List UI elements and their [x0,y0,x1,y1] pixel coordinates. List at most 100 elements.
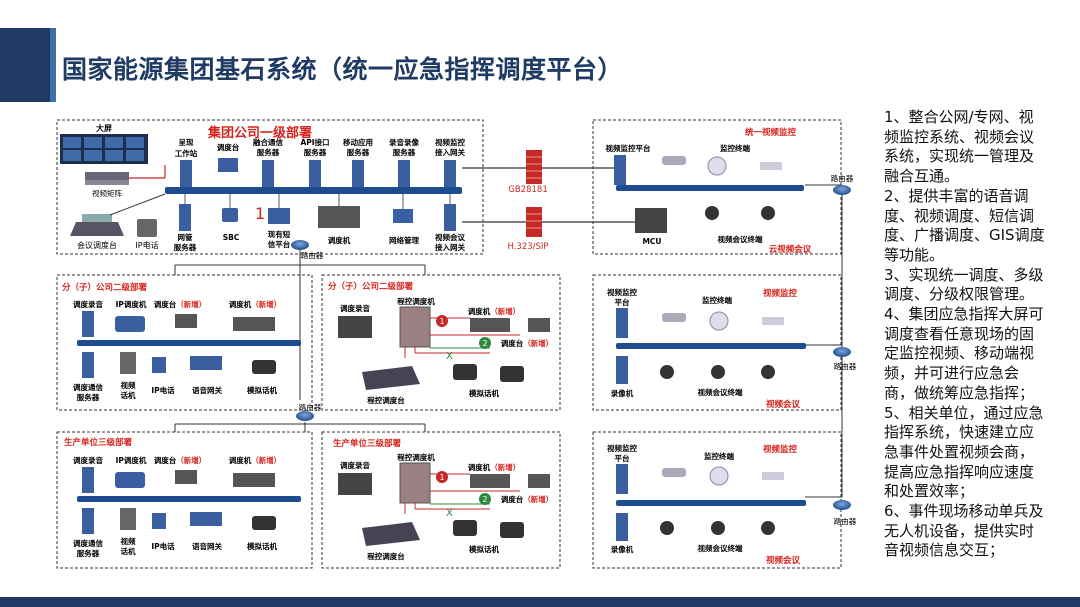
hq-bus [165,187,462,194]
unified-bus [616,185,804,191]
svg-text:生产单位三级部署: 生产单位三级部署 [64,437,133,448]
camera-icon [762,317,784,325]
dispatch-desk-label: 调度台 [217,142,240,152]
matrix-icon [85,172,129,180]
note-item: 4、集团应急指挥大屏可调度查看任意现场的固定监控视频、移动端视频，并可进行应急会… [884,305,1044,402]
conf-terminal-icon [761,206,775,220]
svg-text:服务器: 服务器 [77,548,100,558]
svg-text:调度录音: 调度录音 [73,455,103,465]
sub-left-3: 生产单位三级部署 调度录音 IP调度机 调度台（新增） 调度机（新增） 调度通信… [64,437,301,558]
svg-text:调度通信: 调度通信 [73,538,103,548]
site-monitor-title: 视频监控 [763,288,798,299]
sub-box-right-2 [321,274,561,411]
svg-text:模拟话机: 模拟话机 [247,541,277,551]
router-icon [291,240,309,250]
svg-text:IP调度机: IP调度机 [116,455,147,465]
svg-text:生产单位三级部署: 生产单位三级部署 [333,438,402,449]
router-icon [833,500,851,510]
svg-text:调度台（新增）: 调度台（新增） [154,299,207,309]
unified-terminal-label: 监控终端 [720,143,750,153]
mcu-label: MCU [642,237,661,246]
marker-1: 1 [255,204,265,223]
ip-phone-label: IP电话 [135,240,158,250]
note-item: 2、提供丰富的语音调度、视频调度、短信调度、广播调度、GIS调度等功能。 [884,186,1045,264]
camera-icon [760,162,782,170]
svg-text:服务器: 服务器 [257,147,280,157]
camera-icon [662,156,686,165]
svg-text:分（子）公司二级部署: 分（子）公司二级部署 [328,281,414,292]
svg-text:IP电话: IP电话 [151,541,175,551]
unified-platform-label: 视频监控平台 [606,143,651,153]
svg-text:话机: 话机 [121,546,136,556]
note-item: 1、整合公网/专网、视频监控系统、视频会议系统，实现统一管理及融合互通。 [884,108,1035,186]
network-server-icon [179,204,191,231]
svg-text:X: X [446,351,453,362]
mobile-server-label: 移动应用 [343,137,373,147]
notes-panel: 1、整合公网/专网、视频监控系统、视频会议系统，实现统一管理及融合互通。 2、提… [884,108,1048,561]
svg-text:调度台（新增）: 调度台（新增） [501,338,554,348]
router-label: 路由器 [299,402,322,412]
svg-text:语音网关: 语音网关 [192,541,222,551]
svg-text:平台: 平台 [615,453,630,463]
svg-text:信平台: 信平台 [268,239,291,249]
note-item: 3、实现统一调度、多级调度、分级权限管理。 [884,265,1044,304]
svg-text:录像机: 录像机 [611,388,634,398]
svg-text:语音网关: 语音网关 [192,385,222,395]
sub-left-2: 分（子）公司二级部署 调度录音 IP调度机 调度台（新增） 调度机（新增） 调度… [62,282,301,402]
svg-text:服务器: 服务器 [347,147,370,157]
site-box-1 [592,274,842,411]
unified-conf-terminal-label: 视频会议终端 [718,234,763,244]
svg-text:工作站: 工作站 [175,148,198,158]
svg-text:调度录音: 调度录音 [73,299,103,309]
svg-text:话机: 话机 [121,390,136,400]
svg-text:调度机（新增）: 调度机（新增） [229,299,282,309]
svg-text:1: 1 [439,317,444,326]
svg-text:接入网关: 接入网关 [435,147,465,157]
hq-box [56,119,484,255]
link-h323: H.323/SIP [507,242,548,252]
record-server-label: 录音录像 [389,137,419,147]
server-icons [180,158,456,187]
router-icon [833,347,851,357]
ip-phone-icon [137,219,157,237]
sub-right-3: 生产单位三级部署 调度录音 程控调度机 X 1 2 调度机（新增） 调度台（新增… [333,438,553,561]
sbc-label: SBC [223,233,240,242]
sub-box-left-2 [56,274,313,411]
conf-gateway-icon [444,204,456,231]
svg-text:视频会议: 视频会议 [766,555,801,566]
recorder-icon [616,356,628,384]
sms-platform-label: 现有短 [268,229,291,239]
camera-icon [662,313,686,322]
console-label: 会议调度台 [77,240,117,250]
svg-text:路由器: 路由器 [834,516,857,526]
svg-text:调度机（新增）: 调度机（新增） [229,455,282,465]
matrix-label: 视频矩阵 [92,188,122,198]
unified-title: 统一视频监控 [745,127,797,138]
svg-text:接入网关: 接入网关 [435,242,465,252]
converge-server-label: 融合通信 [253,137,283,147]
svg-text:视频监控: 视频监控 [607,443,637,453]
svg-text:分（子）公司二级部署: 分（子）公司二级部署 [62,282,148,293]
console-icon [70,222,124,236]
svg-text:视频监控: 视频监控 [763,444,798,455]
unified-conf-label: 云视频会议 [769,244,812,255]
svg-text:监控终端: 监控终端 [704,451,734,461]
architecture-diagram: GB28181 H.323/SIP 集团公司一级部署 大屏 视频矩阵 会议调度台… [56,119,857,569]
svg-text:1: 1 [439,473,444,482]
big-screen-label: 大屏 [96,123,112,133]
net-manage-icon [393,209,413,223]
svg-text:X: X [446,508,453,519]
dome-camera-icon [709,311,729,331]
platform-server-icon [614,155,626,185]
camera-icon [762,472,784,480]
svg-text:2: 2 [482,495,487,504]
net-manage-label: 网络管理 [389,235,419,245]
dome-camera-icon [709,466,729,486]
footer-bar [0,597,1080,607]
svg-text:程控调度台: 程控调度台 [367,395,405,405]
presentation-label: 呈现 [179,138,194,147]
svg-text:视频会议终端: 视频会议终端 [698,543,743,553]
svg-text:服务器: 服务器 [174,242,197,252]
api-server-label: API接口 [300,137,329,147]
page-title: 国家能源集团基石系统（统一应急指挥调度平台） [62,55,624,84]
